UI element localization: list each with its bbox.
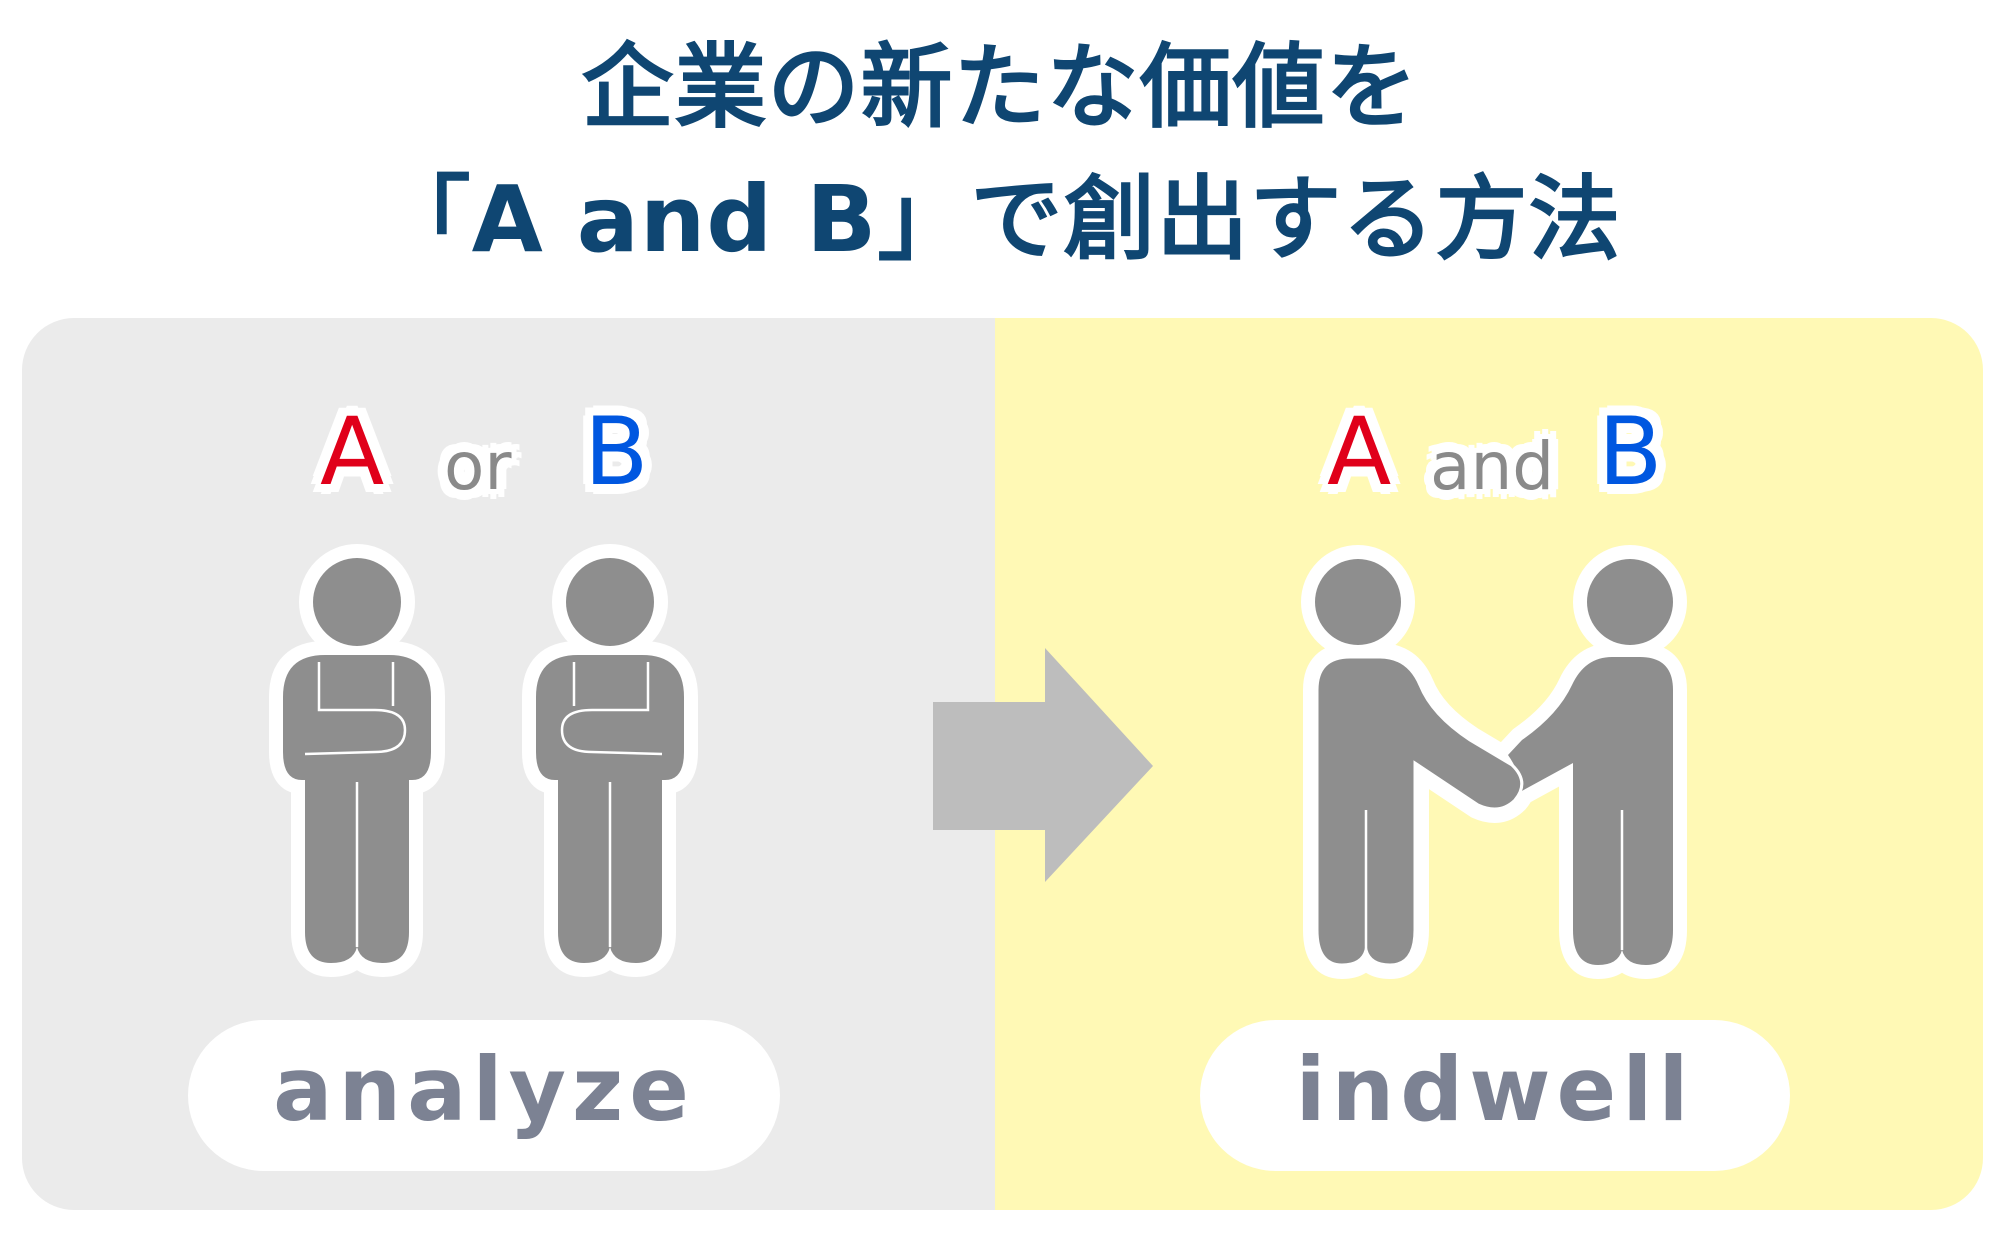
arrow-right-icon [933, 648, 1153, 882]
comparison-panel [22, 318, 1983, 1210]
caption-analyze: analyze [188, 1020, 780, 1171]
left-label-or: or [444, 428, 512, 505]
right-label-b: B [1598, 398, 1663, 507]
left-label-a-or-b: A or B [0, 398, 1000, 508]
title-line-2: 「A and B」で創出する方法 [378, 166, 1622, 273]
right-label-a-and-b: A and B [0, 398, 2000, 508]
handshake-icon [1301, 545, 1687, 979]
right-label-and: and [1430, 428, 1555, 505]
right-label-a: A [1327, 398, 1392, 507]
left-label-b: B [584, 398, 649, 507]
person-b-arms-crossed-icon [536, 558, 684, 963]
left-label-a: A [320, 398, 385, 507]
person-a-arms-crossed-icon [283, 558, 431, 963]
title-line-1: 企業の新たな価値を [581, 34, 1419, 141]
caption-indwell: indwell [1200, 1020, 1790, 1171]
